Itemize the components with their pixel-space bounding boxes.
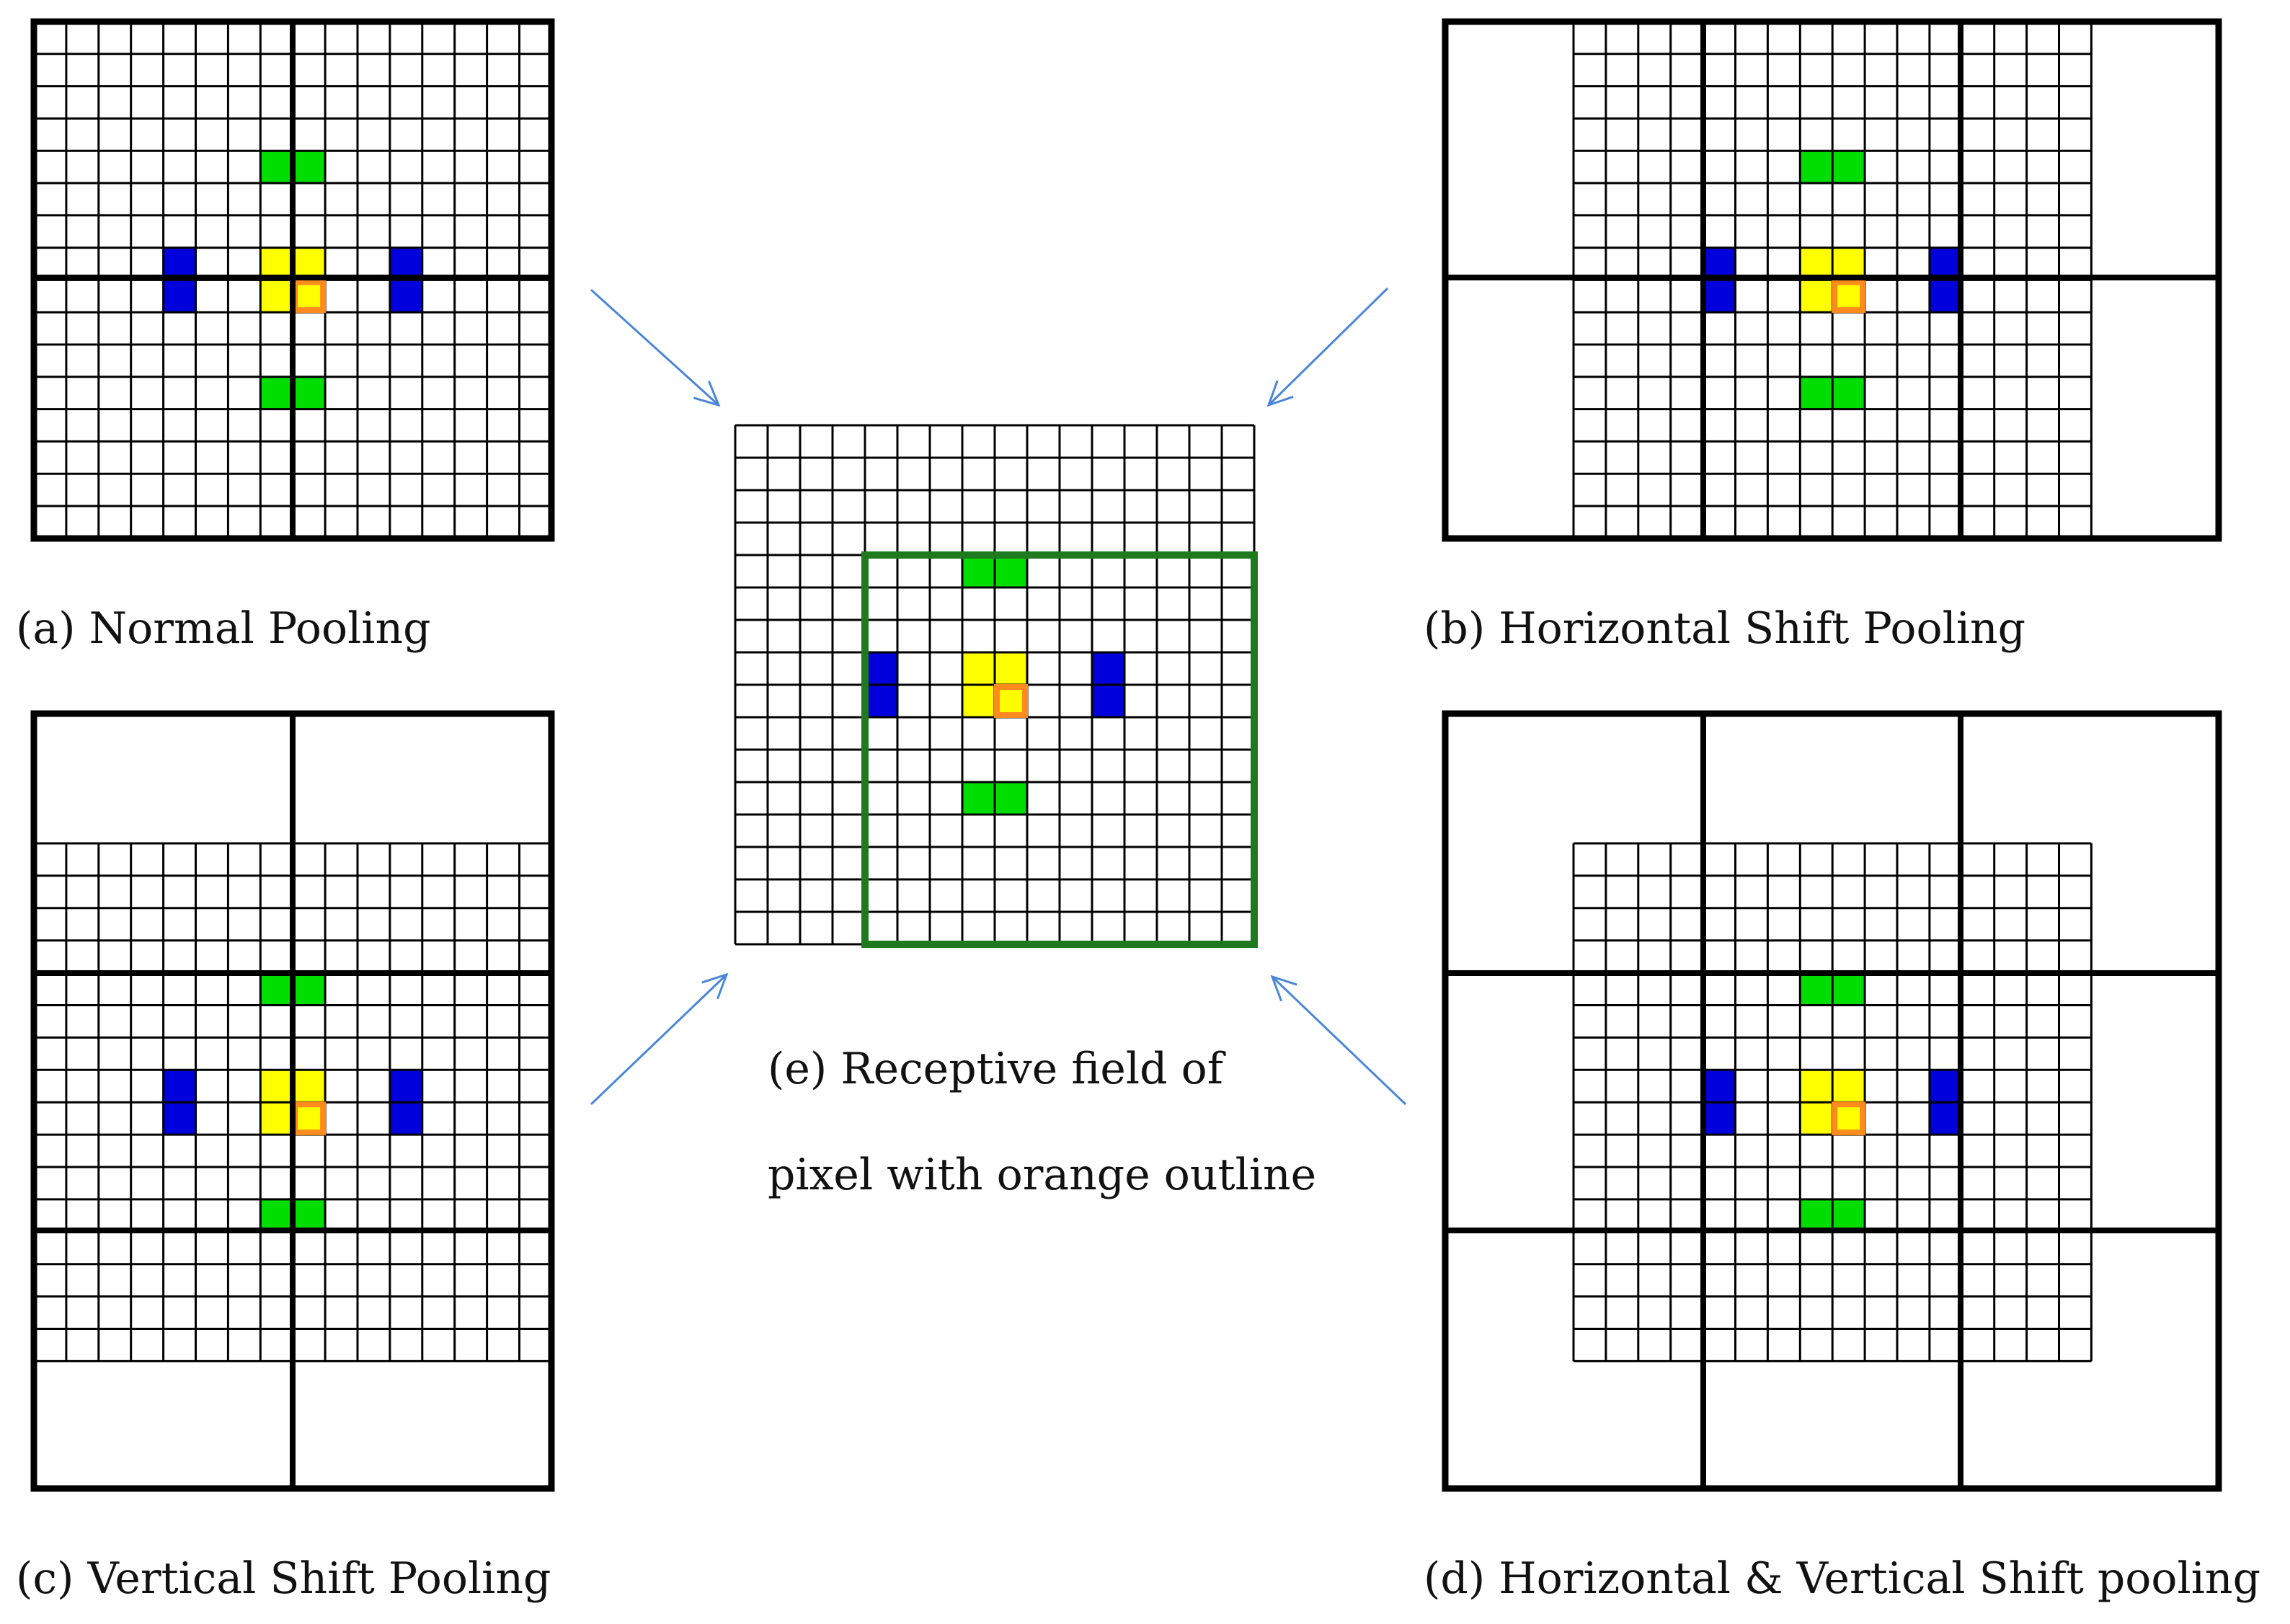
yellow-cell [293,280,326,313]
caption-e-line2: pixel with orange outline [768,1150,1317,1200]
blue-cell [1703,280,1736,313]
caption-c: (c) Vertical Shift Pooling [16,1553,551,1604]
arrow-a-to-e [590,288,721,407]
green-cell [1832,376,1865,409]
orange-outline-cell [994,684,1028,718]
orange-outline-cell [1832,279,1866,314]
arrow-shaft [590,288,720,407]
blue-cell [1929,1070,1962,1103]
yellow-cell [293,1102,326,1135]
grid-c [32,842,553,1362]
yellow-cell [1800,280,1833,313]
yellow-cell [260,1102,293,1135]
green-cell [293,376,326,409]
green-cell [995,782,1027,815]
yellow-cell [260,247,293,280]
arrow-head [1266,380,1294,407]
yellow-cell [962,652,995,685]
arrow-d-to-e [1270,975,1407,1106]
blue-cell [163,280,196,313]
yellow-cell [293,247,326,280]
yellow-cell [995,685,1027,717]
green-cell [1800,1199,1833,1232]
caption-e-line1: (e) Receptive field of [768,1044,1223,1094]
receptive-field-box [861,551,1258,948]
yellow-cell [260,280,293,313]
arrow-head [693,381,721,407]
grid-d [1572,842,2092,1362]
blue-cell [1092,685,1124,717]
caption-a: (a) Normal Pooling [16,603,431,654]
blue-cell [1703,1070,1736,1103]
green-cell [260,151,293,183]
green-cell [995,555,1027,587]
caption-b: (b) Horizontal Shift Pooling [1424,603,2026,654]
blue-cell [1703,247,1736,280]
green-cell [962,782,995,815]
arrow-shaft [1271,975,1407,1106]
blue-cell [163,1070,196,1103]
blue-cell [389,247,422,280]
arrow-head [701,972,729,1000]
yellow-cell [293,1070,326,1103]
arrow-b-to-e [1266,287,1389,407]
arrow-shaft [1267,287,1389,407]
yellow-cell [1832,280,1865,313]
green-cell [1800,972,1833,1006]
green-cell [1800,376,1833,409]
yellow-cell [260,1070,293,1103]
grid-b [1572,20,2092,540]
yellow-cell [962,685,995,717]
blue-cell [1703,1102,1736,1135]
blue-cell [865,685,897,717]
green-cell [1832,151,1865,183]
yellow-cell [1800,1070,1833,1103]
yellow-cell [1800,1102,1833,1135]
blue-cell [1929,1102,1962,1135]
blue-cell [865,652,897,685]
green-cell [260,1199,293,1232]
arrow-layer [590,287,1407,1106]
blue-cell [389,280,422,313]
blue-cell [1929,247,1962,280]
green-cell [293,972,326,1006]
green-cell [1832,972,1865,1006]
green-cell [260,376,293,409]
green-cell [1832,1199,1865,1232]
yellow-cell [1832,1102,1865,1135]
green-cell [1800,151,1833,183]
blue-cell [389,1070,422,1103]
grid-e [734,424,1256,946]
arrow-head [1270,975,1297,1002]
blue-cell [1929,280,1962,313]
grid-layer [30,18,2222,1492]
arrow-shaft [590,973,728,1106]
green-cell [293,151,326,183]
blue-cell [389,1102,422,1135]
blue-cell [1092,652,1124,685]
orange-outline-cell [1832,1101,1866,1136]
blue-cell [163,1102,196,1135]
arrow-c-to-e [590,972,729,1106]
yellow-cell [1800,247,1833,280]
caption-d: (d) Horizontal & Vertical Shift pooling [1424,1553,2260,1604]
yellow-cell [995,652,1027,685]
yellow-cell [1832,1070,1865,1103]
pool-d-border [1442,710,2222,1492]
green-cell [293,1199,326,1232]
green-cell [962,555,995,587]
blue-cell [163,247,196,280]
green-cell [260,972,293,1006]
yellow-cell [1832,247,1865,280]
